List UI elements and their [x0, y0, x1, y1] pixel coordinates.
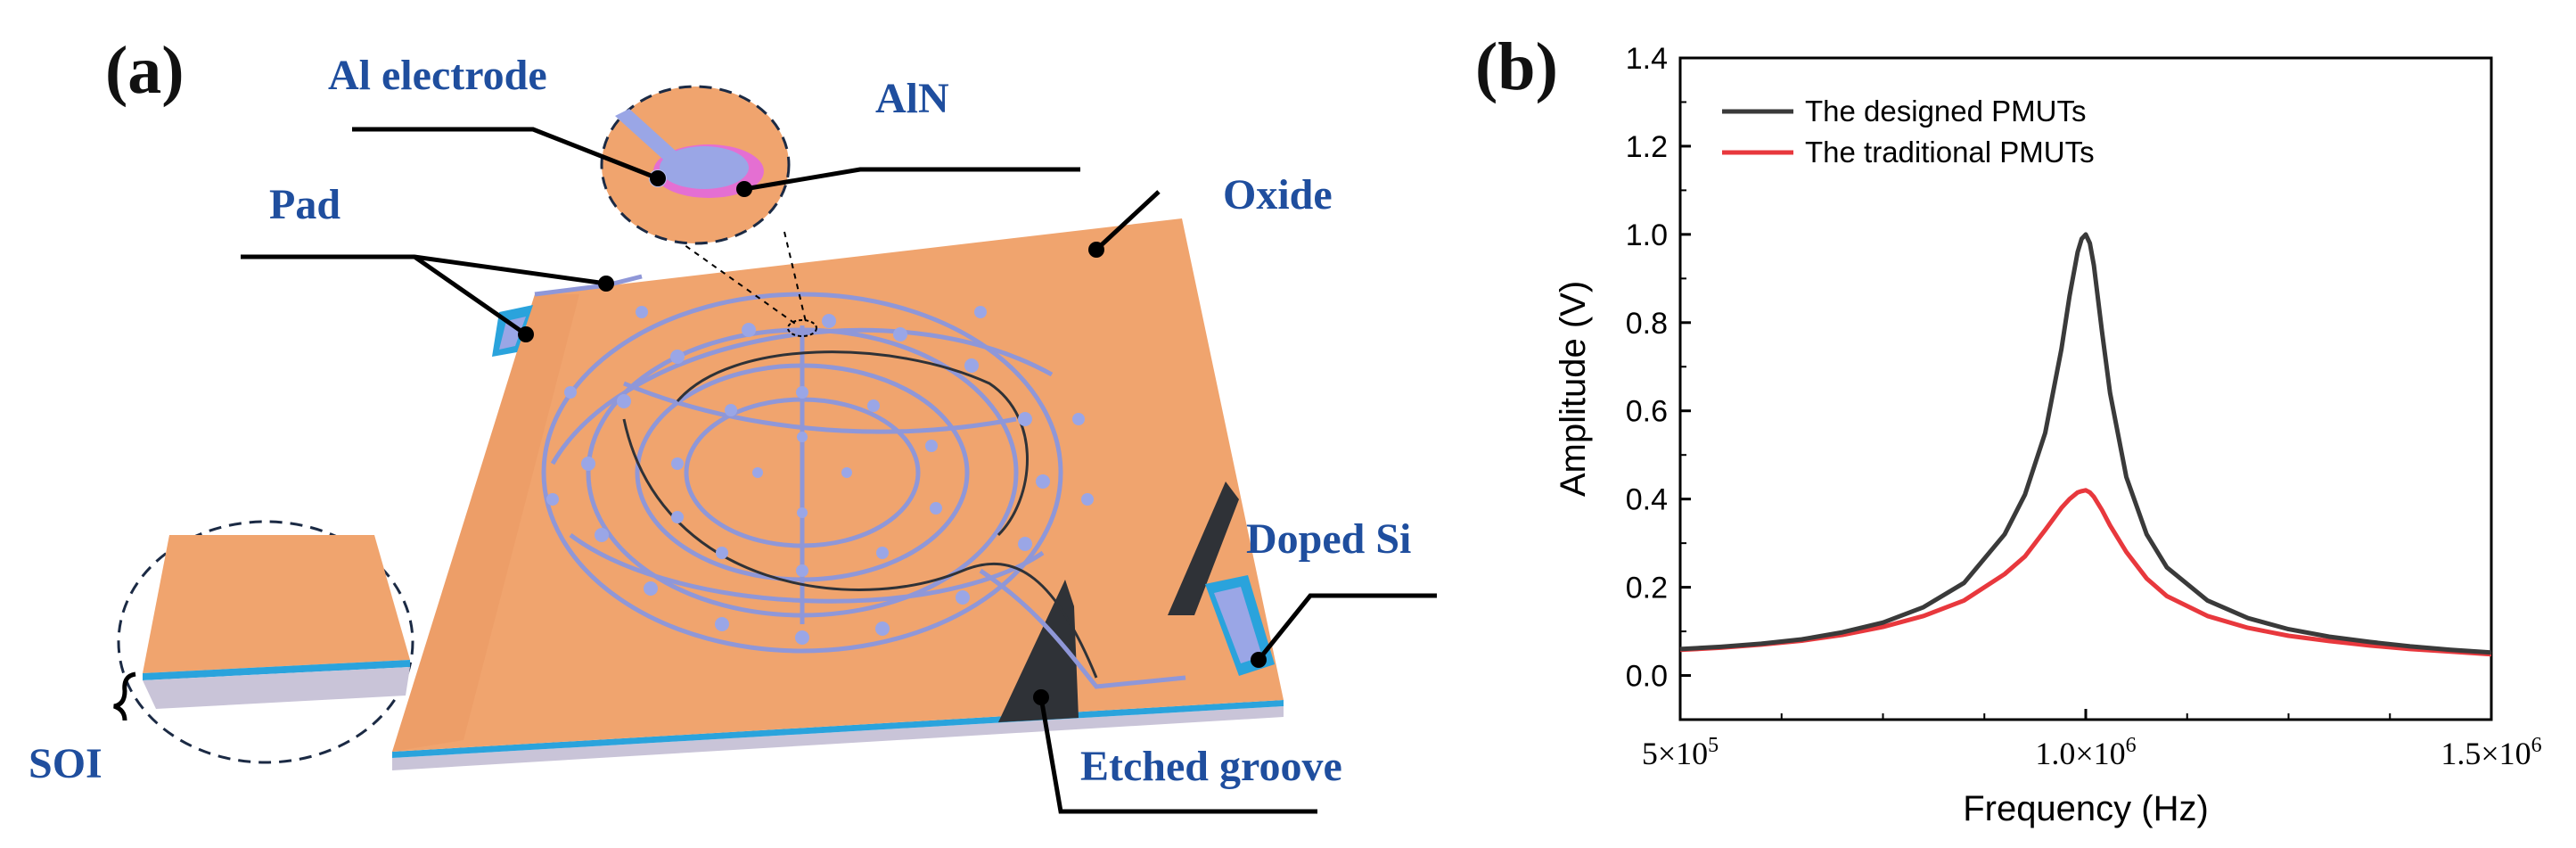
- inset-guide-left: [659, 226, 799, 326]
- leader-etched-groove: [1038, 696, 1317, 814]
- leader-etched-groove-dot: [1033, 689, 1049, 705]
- leader-pad-dot-1: [598, 276, 614, 292]
- soi-inset-oxide: [143, 535, 410, 673]
- series-line-traditional: [1679, 488, 2492, 657]
- main-trace: [622, 418, 1098, 679]
- y-tick-label: 0.0: [1626, 660, 1668, 694]
- x-tick-label: 5×105: [1642, 734, 1719, 771]
- electrode-network: [534, 274, 1186, 689]
- substrate-side: [392, 706, 1284, 770]
- y-tick-label: 0.4: [1626, 483, 1668, 517]
- legend-label: The designed PMUTs: [1805, 95, 2086, 128]
- panel-b-letter: (b): [1475, 29, 1558, 104]
- y-axis-title: Amplitude (V): [1554, 281, 1593, 497]
- series-layer: [1679, 232, 2492, 657]
- y-tick-label: 1.0: [1626, 218, 1668, 252]
- chart: 0.0 0.2 0.4 0.6 0.8 1.0 1.2 1.4 5×105 1.0×106 1.5…: [1554, 42, 2542, 828]
- electrode-dots: [546, 306, 1094, 645]
- oxide-shading: [392, 294, 579, 752]
- leader-doped-si: [1257, 593, 1437, 662]
- y-tick-label: 0.2: [1626, 572, 1668, 605]
- y-tick-label: 1.4: [1626, 42, 1668, 76]
- top-inset: [600, 85, 817, 337]
- x-axis-title: Frequency (Hz): [1963, 789, 2209, 828]
- leader-doped-si-dot: [1251, 652, 1267, 668]
- label-pad: Pad: [269, 181, 340, 228]
- panel-b: (b) 0.0 0.2 0.4 0.6 0.8 1.0 1.2 1.4 5×105 1.0×10…: [1475, 29, 2542, 828]
- etched-groove: [998, 580, 1079, 722]
- device-chip: [392, 218, 1284, 770]
- y-tick-label: 0.8: [1626, 307, 1668, 341]
- x-tick-label: 1.5×106: [2441, 734, 2541, 771]
- inset-target-marker: [787, 319, 817, 337]
- label-soi: SOI: [29, 740, 103, 787]
- leader-oxide-dot: [1088, 242, 1104, 258]
- leader-pad-2: [413, 254, 528, 337]
- legend-label: The traditional PMUTs: [1805, 136, 2095, 169]
- panel-a: (a): [29, 33, 1437, 814]
- label-al-electrode: Al electrode: [328, 52, 547, 99]
- x-tick-label: 1.0×106: [2035, 734, 2136, 771]
- label-oxide: Oxide: [1223, 171, 1333, 218]
- pad-top-left-inner: [499, 317, 526, 350]
- label-aln: AlN: [875, 75, 949, 122]
- y-tick-label: 1.2: [1626, 130, 1668, 164]
- soi-inset: [113, 520, 414, 764]
- leader-oxide: [1095, 190, 1161, 251]
- pad-right-inner: [1214, 587, 1262, 663]
- al-electrode-stem: [615, 109, 686, 166]
- soi-inset-grey: [143, 667, 410, 709]
- leader-pad-dot-2: [518, 326, 534, 342]
- y-tick-label: 0.6: [1626, 395, 1668, 429]
- leader-aln: [743, 167, 1080, 192]
- leader-al-electrode: [352, 127, 659, 181]
- x-axis-ticks: 5×105 1.0×106 1.5×106: [1642, 709, 2542, 771]
- series-line-designed: [1679, 232, 2492, 655]
- soi-brace: [113, 671, 136, 721]
- label-etched-groove: Etched groove: [1080, 743, 1342, 790]
- leader-al-electrode-dot: [650, 170, 666, 186]
- panel-a-letter: (a): [105, 33, 185, 108]
- y-axis-ticks: 0.0 0.2 0.4 0.6 0.8 1.0 1.2 1.4: [1626, 42, 1691, 694]
- etched-groove-right: [1168, 482, 1239, 615]
- leader-aln-dot: [736, 181, 752, 197]
- label-doped-si: Doped Si: [1246, 515, 1411, 563]
- inset-guide-right: [783, 231, 808, 326]
- soi-inset-blue: [143, 660, 410, 680]
- main-trace-2: [676, 350, 1029, 537]
- leaders: [241, 127, 1437, 814]
